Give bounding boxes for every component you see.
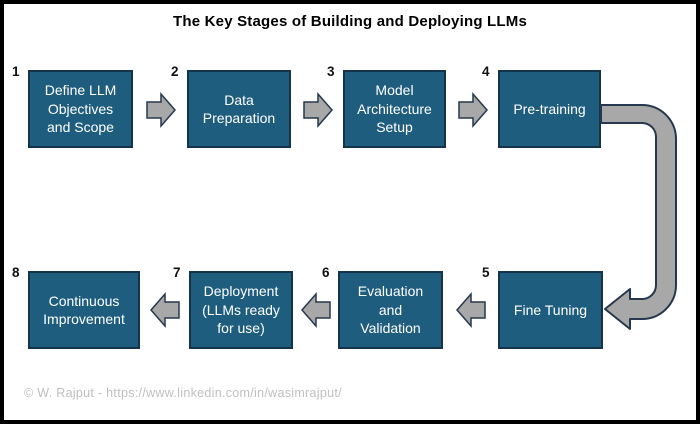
- stage-number: 2: [171, 64, 179, 79]
- stage-box: Evaluation and Validation: [338, 271, 443, 349]
- diagram-title: The Key Stages of Building and Deploying…: [172, 13, 528, 30]
- stage-4-pre-training: 4 Pre-training: [482, 64, 601, 148]
- arrow-right-icon: [458, 92, 488, 128]
- stage-number: 4: [482, 64, 490, 79]
- stage-box: Pre-training: [498, 70, 601, 148]
- arrow-left-icon: [301, 292, 331, 328]
- stage-number: 6: [322, 265, 330, 280]
- stage-1-define-objectives: 1 Define LLM Objectives and Scope: [12, 64, 133, 148]
- u-turn-arrow-icon: [600, 104, 677, 330]
- stage-7-deployment: 7 Deployment (LLMs ready for use): [173, 265, 293, 349]
- stage-number: 5: [482, 265, 490, 280]
- stage-box: Data Preparation: [187, 70, 291, 148]
- stage-2-data-preparation: 2 Data Preparation: [171, 64, 291, 148]
- copyright-credit: © W. Rajput - https://www.linkedin.com/i…: [24, 386, 342, 400]
- stage-number: 1: [12, 64, 20, 79]
- stage-6-evaluation-validation: 6 Evaluation and Validation: [322, 265, 443, 349]
- stage-number: 3: [327, 64, 335, 79]
- stage-box: Continuous Improvement: [28, 271, 140, 349]
- stage-box: Model Architecture Setup: [343, 70, 446, 148]
- stage-box: Deployment (LLMs ready for use): [189, 271, 293, 349]
- stage-box: Define LLM Objectives and Scope: [28, 70, 133, 148]
- arrow-left-icon: [456, 292, 486, 328]
- stage-number: 8: [12, 265, 20, 280]
- stage-5-fine-tuning: 5 Fine Tuning: [482, 265, 603, 349]
- arrow-right-icon: [303, 92, 333, 128]
- stage-3-model-architecture: 3 Model Architecture Setup: [327, 64, 446, 148]
- arrow-left-icon: [150, 292, 180, 328]
- arrow-right-icon: [146, 92, 176, 128]
- stage-8-continuous-improvement: 8 Continuous Improvement: [12, 265, 140, 349]
- stage-number: 7: [173, 265, 181, 280]
- stage-box: Fine Tuning: [498, 271, 603, 349]
